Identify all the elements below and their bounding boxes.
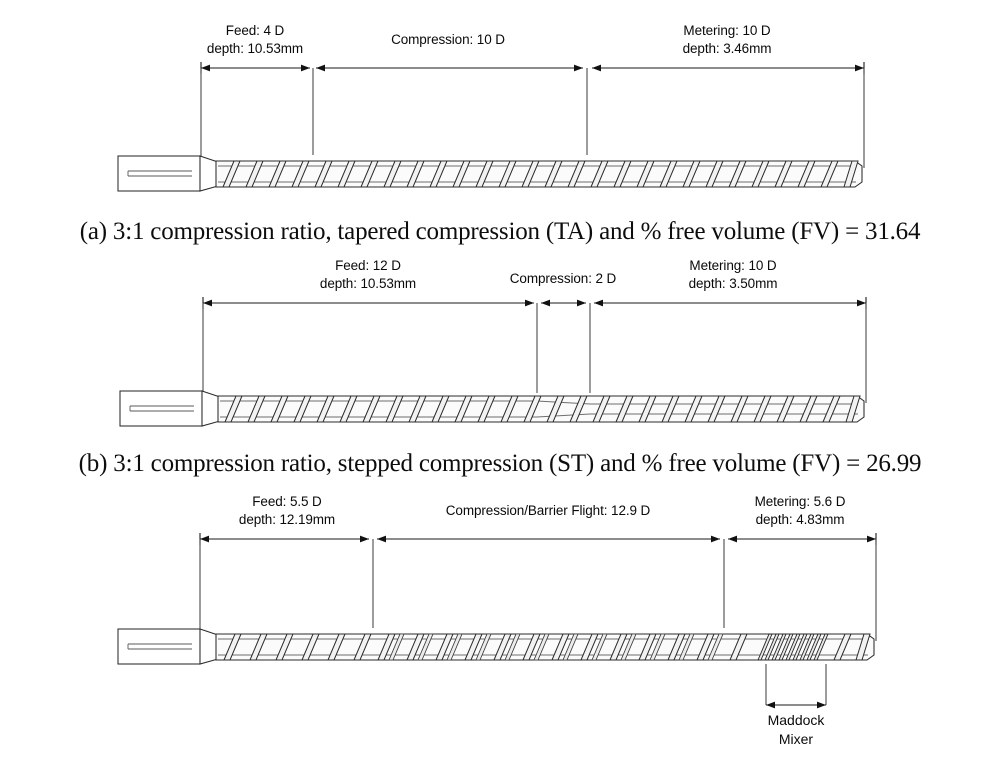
panel-a-tapered-screw: Feed: 4 D depth: 10.53mm Compression: 10… bbox=[0, 0, 1000, 215]
panel-b-feed-label-line2: depth: 10.53mm bbox=[320, 276, 416, 291]
panel-b-feed-label-line1: Feed: 12 D bbox=[335, 258, 401, 273]
panel-b-screw bbox=[119, 390, 865, 427]
panel-c-extension-lines bbox=[199, 539, 877, 641]
panel-a-metering-label-line1: Metering: 10 D bbox=[683, 23, 770, 38]
panel-b-drawing: Feed: 12 D depth: 10.53mm Compression: 2… bbox=[119, 258, 867, 427]
panel-c-dimension-lines bbox=[199, 533, 877, 545]
panel-b-dimension-lines bbox=[202, 297, 867, 309]
panel-c-maddock-mixer-flutes bbox=[757, 633, 829, 661]
panel-c-barrier-flights bbox=[377, 633, 724, 661]
maddock-mixer-label-line2: Mixer bbox=[779, 731, 814, 747]
caption-a: (a) 3:1 compression ratio, tapered compr… bbox=[79, 218, 921, 245]
panel-c-barrier-screw: Feed: 5.5 D depth: 12.19mm Compression/B… bbox=[0, 466, 1000, 778]
panel-c-drawing: Feed: 5.5 D depth: 12.19mm Compression/B… bbox=[117, 494, 877, 747]
panel-a-screw bbox=[117, 155, 863, 192]
panel-a-dimension-lines bbox=[200, 62, 865, 74]
panel-b-extension-lines bbox=[202, 303, 867, 403]
panel-c-feed-label-line1: Feed: 5.5 D bbox=[252, 494, 322, 509]
panel-c-metering-flights bbox=[729, 633, 871, 661]
panel-c-metering-label-line2: depth: 4.83mm bbox=[756, 512, 845, 527]
panel-c-screw bbox=[117, 628, 875, 665]
panel-b-metering-label-line1: Metering: 10 D bbox=[689, 258, 776, 273]
panel-b-metering-label-line2: depth: 3.50mm bbox=[689, 276, 778, 291]
panel-a-compression-label-line1: Compression: 10 D bbox=[391, 32, 505, 47]
panel-a-drawing: Feed: 4 D depth: 10.53mm Compression: 10… bbox=[117, 23, 865, 192]
panel-a-metering-label-line2: depth: 3.46mm bbox=[683, 41, 772, 56]
panel-c-feed-label-line2: depth: 12.19mm bbox=[239, 512, 335, 527]
panel-c-feed-flights bbox=[223, 633, 372, 661]
panel-a-extension-lines bbox=[200, 68, 865, 168]
panel-c-metering-label-line1: Metering: 5.6 D bbox=[755, 494, 846, 509]
panel-a-feed-label-line1: Feed: 4 D bbox=[226, 23, 285, 38]
caption-b: (b) 3:1 compression ratio, stepped compr… bbox=[78, 450, 922, 477]
panel-c-compression-label-line1: Compression/Barrier Flight: 12.9 D bbox=[446, 503, 651, 518]
panel-b-stepped-screw: Feed: 12 D depth: 10.53mm Compression: 2… bbox=[0, 233, 1000, 445]
panel-b-compression-label-line1: Compression: 2 D bbox=[510, 271, 617, 286]
maddock-mixer-label-line1: Maddock bbox=[768, 712, 826, 728]
panel-c-mixer-callout bbox=[765, 664, 827, 709]
panel-a-feed-label-line2: depth: 10.53mm bbox=[207, 41, 303, 56]
